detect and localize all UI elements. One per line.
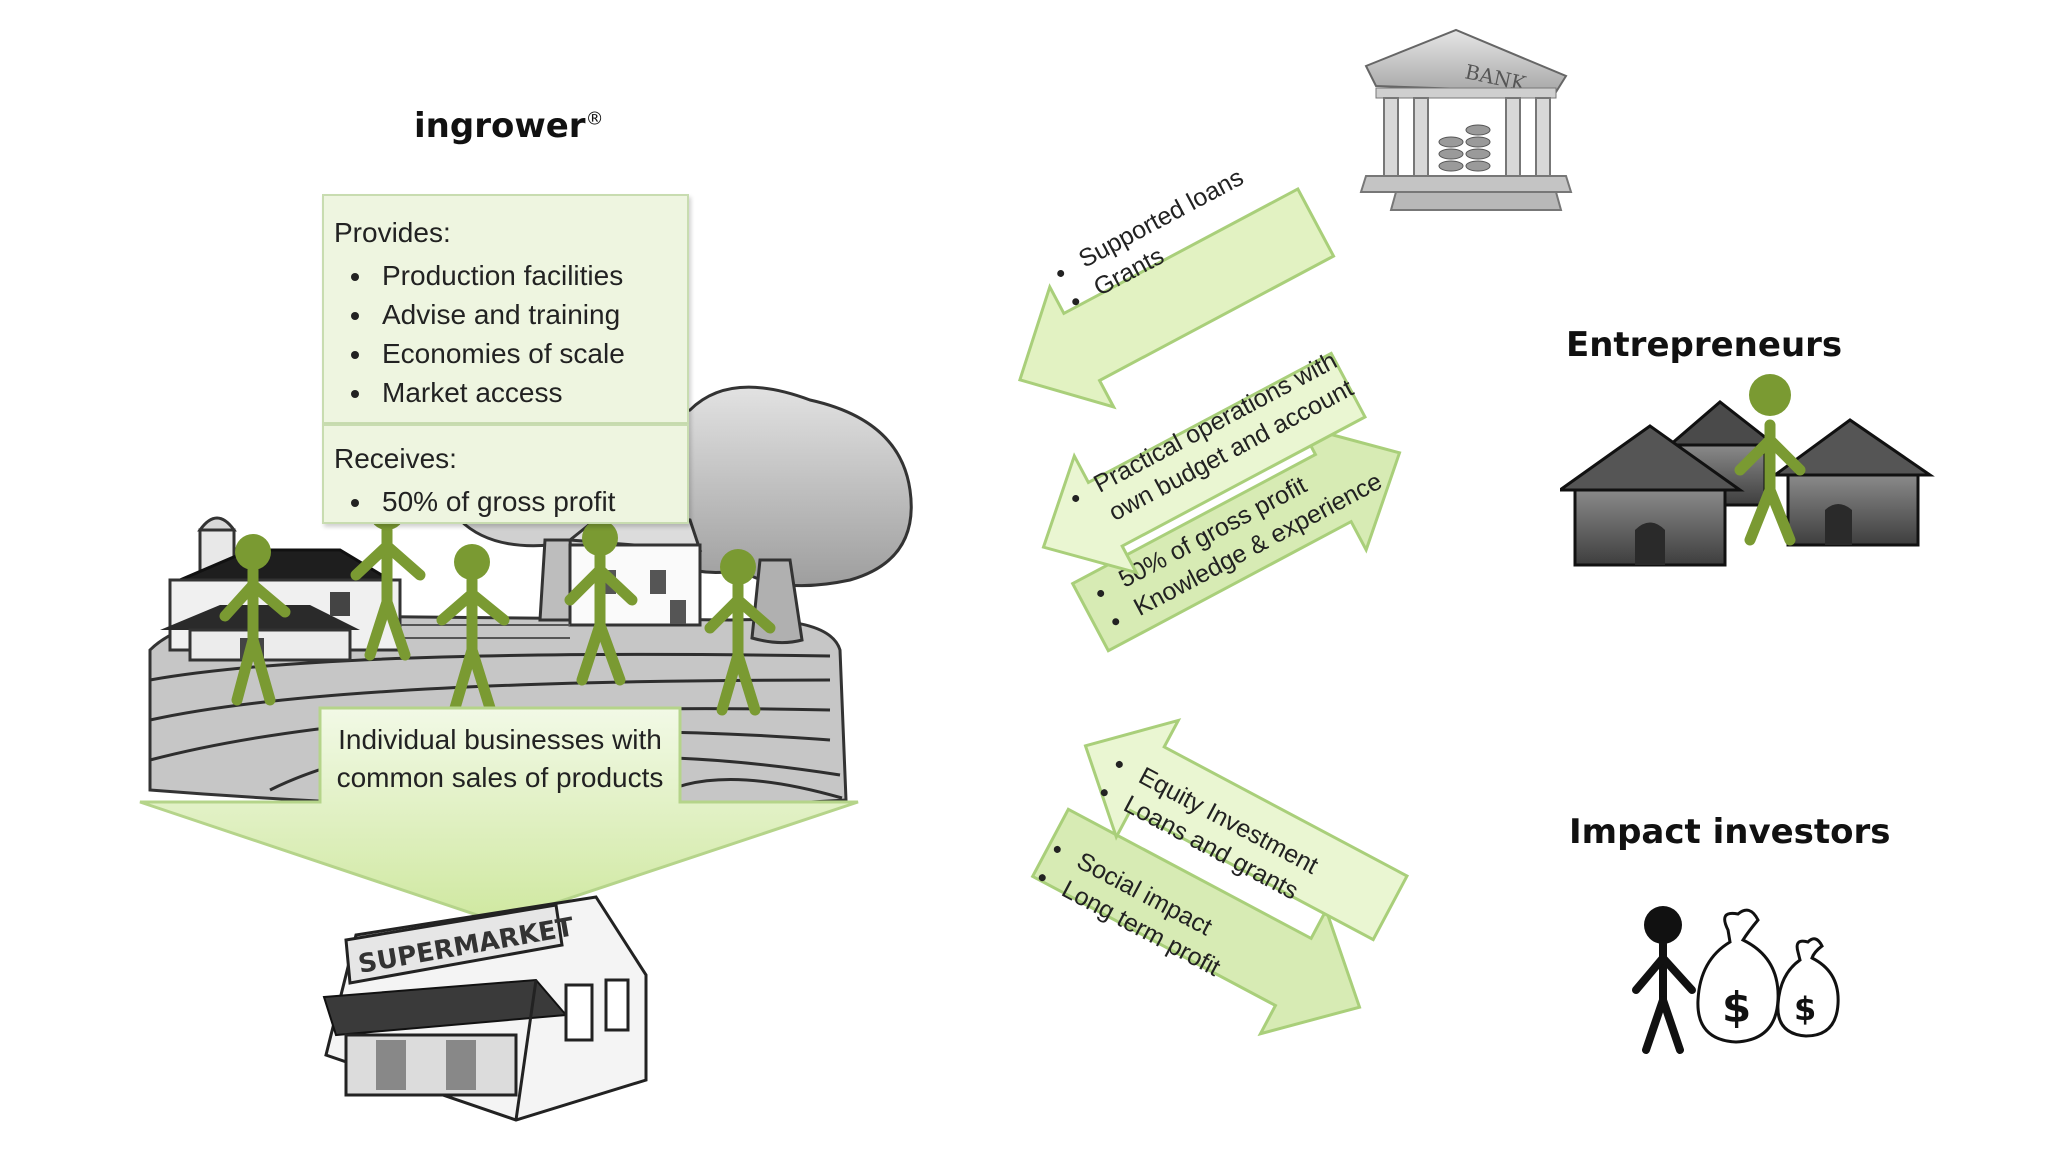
arrow-bank-to-ingrower xyxy=(1017,186,1336,410)
arrow-ingrower-to-investors xyxy=(1030,807,1362,1037)
ingrower-title: ingrower® xyxy=(414,106,604,146)
entrepreneurs-title: Entrepreneurs xyxy=(1566,325,1843,365)
arrow-entrepreneurs-to-ingrower xyxy=(1041,351,1368,575)
provides-item: Economies of scale xyxy=(374,334,675,373)
supermarket-illustration: SUPERMARKET xyxy=(322,895,648,1122)
provides-item: Market access xyxy=(374,373,675,412)
bank-illustration: BANK xyxy=(1359,28,1573,211)
receives-title: Receives: xyxy=(334,443,457,474)
provides-item: Advise and training xyxy=(374,295,675,334)
provides-list: Production facilities Advise and trainin… xyxy=(334,256,675,412)
entrepreneurs-huts-illustration xyxy=(1560,374,1935,567)
arrow-ingrower-to-entrepreneurs xyxy=(1070,423,1402,653)
sales-down-arrow xyxy=(139,706,859,924)
impact-investors-title: Impact investors xyxy=(1569,812,1891,852)
provides-item: Production facilities xyxy=(374,256,675,295)
provides-title: Provides: xyxy=(334,217,451,248)
receives-item: 50% of gross profit xyxy=(374,482,675,521)
provides-box: Provides: Production facilities Advise a… xyxy=(322,194,689,424)
dollar-sign-icon: $ xyxy=(1794,990,1816,1028)
impact-investors-illustration: $ $ xyxy=(1632,906,1840,1054)
receives-list: 50% of gross profit xyxy=(334,482,675,521)
individual-businesses-text: Individual businesses with common sales … xyxy=(336,724,664,793)
arrow-investors-to-ingrower xyxy=(1083,718,1410,942)
receives-box: Receives: 50% of gross profit xyxy=(322,424,689,524)
dollar-sign-icon: $ xyxy=(1722,983,1751,1032)
